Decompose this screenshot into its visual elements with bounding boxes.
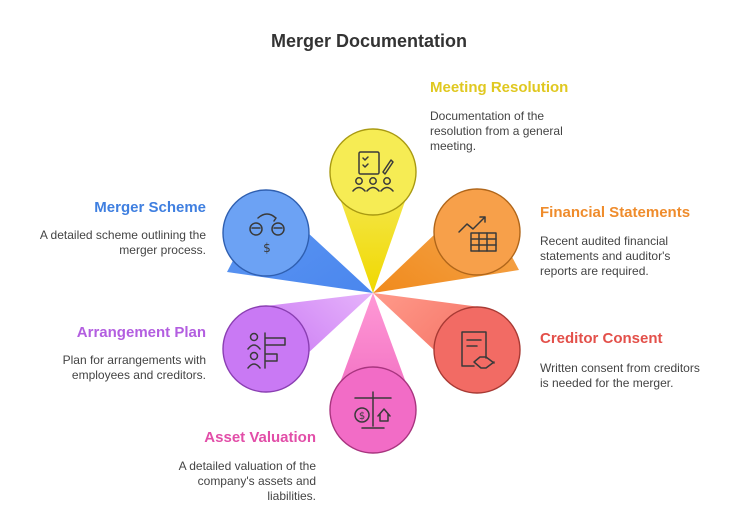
financial-statements-desc: Recent audited financial statements and … — [540, 234, 671, 278]
creditor-consent-title: Creditor Consent — [540, 330, 663, 347]
scale-money-icon: $ — [354, 391, 392, 429]
asset-valuation-desc: A detailed valuation of the company's as… — [178, 459, 316, 503]
page-title: Merger Documentation — [270, 31, 468, 51]
petal-meeting — [329, 128, 417, 293]
arrangement-plan-desc: Plan for arrangements with employees and… — [62, 353, 206, 382]
financial-statements-title: Financial Statements — [540, 204, 691, 221]
meeting-resolution-desc: Documentation of the resolution from a g… — [430, 109, 563, 153]
petal-scheme — [222, 189, 373, 293]
svg-text:$: $ — [359, 411, 365, 422]
document-handshake-icon — [461, 331, 495, 369]
chart-table-icon — [458, 216, 497, 252]
asset-valuation-title: Asset Valuation — [204, 429, 316, 446]
petal-creditor — [373, 293, 521, 394]
creditor-consent-desc: Written consent from creditors is needed… — [540, 361, 700, 390]
merger-scheme-title: Merger Scheme — [94, 199, 206, 216]
petal-arrangement — [222, 293, 373, 393]
checklist-people-icon — [352, 151, 394, 192]
merger-scheme-desc: A detailed scheme outlining the merger p… — [39, 228, 206, 257]
merge-people-icon: $ — [249, 213, 285, 255]
arrangement-plan-title: Arrangement Plan — [76, 324, 206, 341]
people-plan-icon — [247, 332, 286, 369]
meeting-resolution-title: Meeting Resolution — [430, 79, 569, 96]
svg-text:$: $ — [263, 241, 271, 255]
petal-financial — [373, 188, 521, 293]
